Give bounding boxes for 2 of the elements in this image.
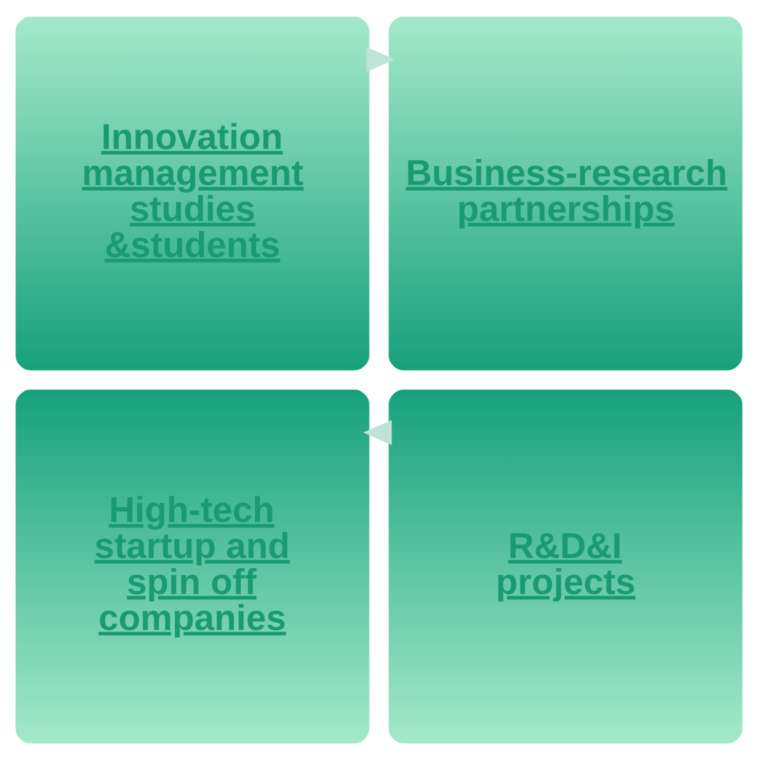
arrow xyxy=(366,46,396,72)
arrow xyxy=(363,419,392,445)
